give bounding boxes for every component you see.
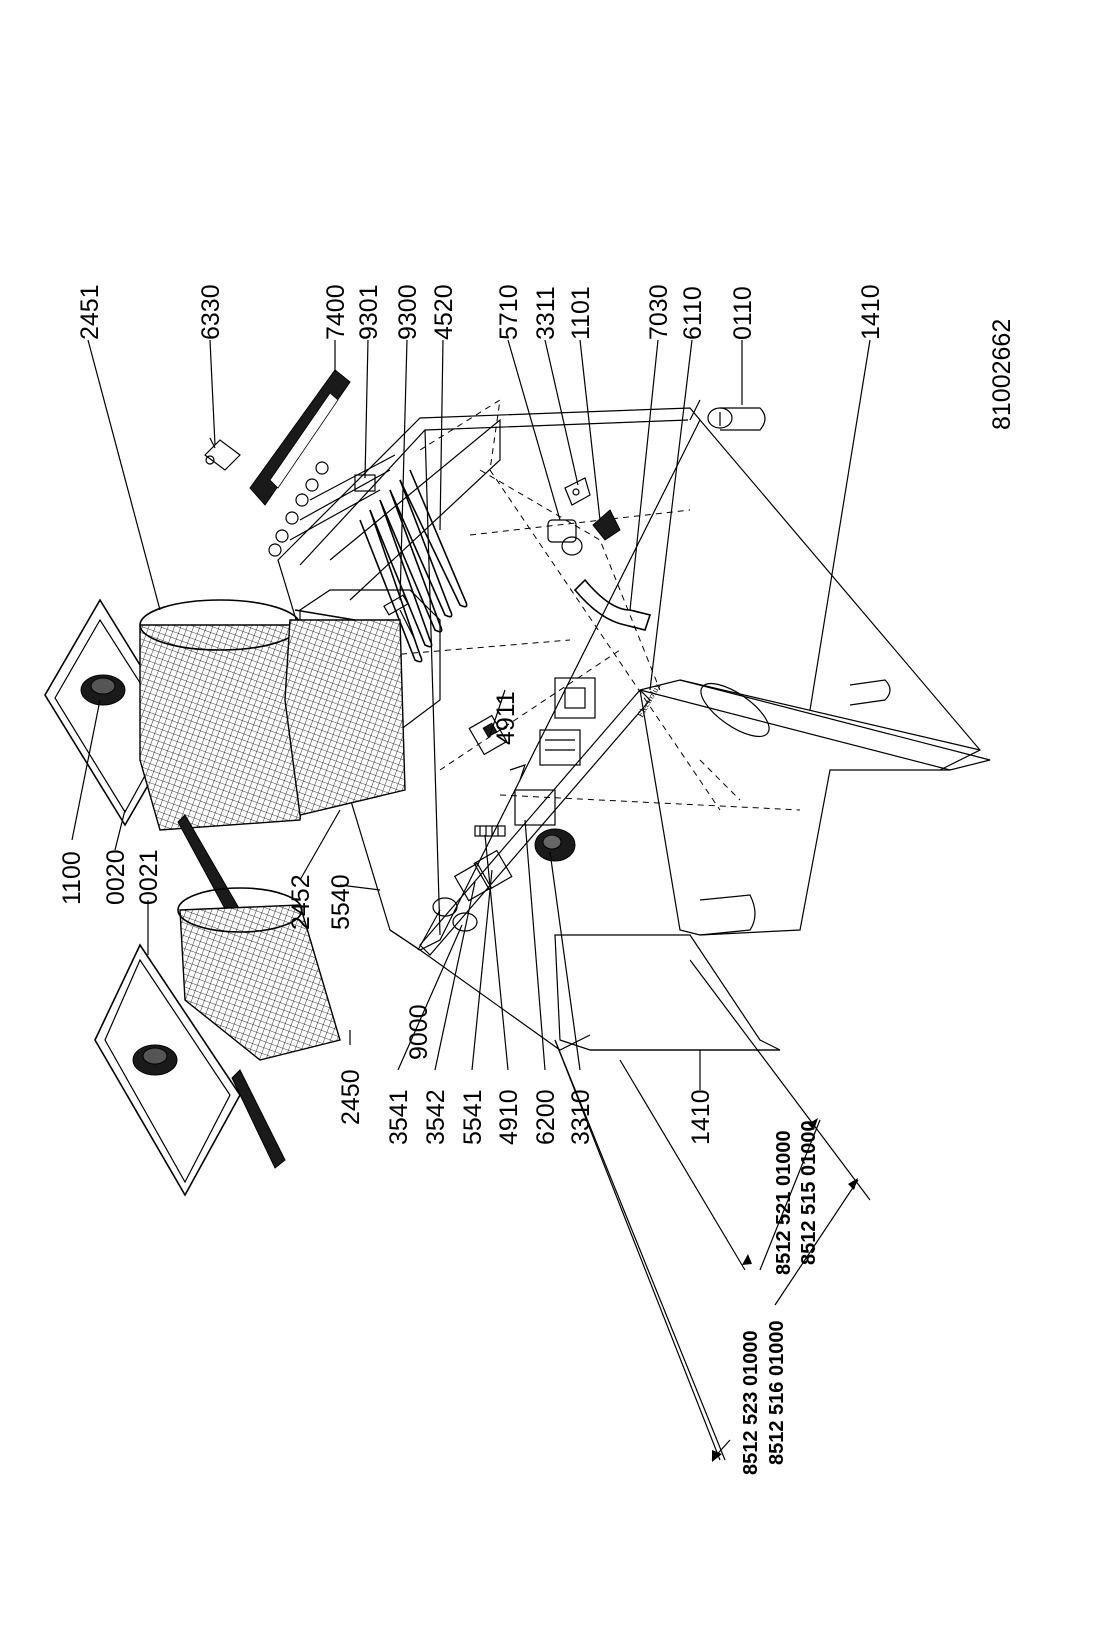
model-code-515: 8512 515 01000 bbox=[798, 1120, 820, 1265]
side-panel-left bbox=[554, 934, 781, 1051]
label-3541: 3541 bbox=[385, 1089, 413, 1145]
lid-0021 bbox=[94, 943, 241, 1197]
label-9300: 9300 bbox=[394, 284, 422, 340]
model-code-516: 8512 516 01000 bbox=[766, 1320, 788, 1465]
leader-lines bbox=[71, 339, 871, 1090]
label-6330: 6330 bbox=[197, 284, 225, 340]
label-1100: 1100 bbox=[58, 851, 86, 905]
label-4520: 4520 bbox=[430, 284, 458, 340]
control-panel-strip bbox=[419, 689, 651, 956]
label-5540: 5540 bbox=[327, 874, 355, 930]
label-7030: 7030 bbox=[645, 284, 673, 340]
model-code-523: 8512 523 01000 bbox=[740, 1330, 762, 1475]
basket-2450 bbox=[177, 887, 341, 1169]
label-7400: 7400 bbox=[322, 284, 350, 340]
label-2451: 2451 bbox=[76, 284, 104, 340]
label-0110: 0110 bbox=[729, 286, 757, 340]
brand-plate: Electrolux bbox=[635, 681, 663, 719]
label-5541: 5541 bbox=[459, 1089, 487, 1145]
label-1410-top: 1410 bbox=[857, 284, 885, 340]
model-code-521: 8512 521 01000 bbox=[773, 1130, 795, 1275]
label-3311: 3311 bbox=[532, 286, 560, 340]
side-panel-right bbox=[639, 679, 991, 771]
label-6110: 6110 bbox=[679, 286, 707, 340]
basket-2451 bbox=[139, 599, 311, 919]
basket-2452 bbox=[284, 609, 406, 816]
label-3310: 3310 bbox=[567, 1089, 595, 1145]
label-1410-bottom: 1410 bbox=[687, 1089, 715, 1145]
cabinet: Electrolux bbox=[277, 399, 991, 1051]
label-0021: 0021 bbox=[135, 849, 163, 905]
heating-elements bbox=[268, 454, 468, 663]
drain-parts bbox=[547, 407, 766, 631]
label-6200: 6200 bbox=[532, 1089, 560, 1145]
label-2452: 2452 bbox=[287, 874, 315, 930]
label-4911: 4911 bbox=[492, 691, 520, 745]
label-9000: 9000 bbox=[405, 1004, 433, 1060]
label-3542: 3542 bbox=[422, 1089, 450, 1145]
model-code-labels: 8512 521 01000 8512 515 01000 8512 523 0… bbox=[740, 1120, 820, 1475]
element-cover-7400 bbox=[249, 369, 351, 506]
label-1101: 1101 bbox=[567, 286, 595, 340]
label-5710: 5710 bbox=[495, 284, 523, 340]
front-controls bbox=[432, 677, 596, 932]
side-panel-handle-slot bbox=[700, 682, 770, 738]
label-2450: 2450 bbox=[337, 1069, 365, 1125]
part-labels: 2451 6330 7400 9301 9300 4520 5710 3311 … bbox=[58, 284, 1016, 1145]
label-4910: 4910 bbox=[495, 1089, 523, 1145]
part-6330 bbox=[204, 437, 241, 471]
drawing-number: 81002662 bbox=[988, 319, 1016, 430]
label-9301: 9301 bbox=[355, 284, 383, 340]
model-dimension-lines bbox=[554, 959, 871, 1462]
label-0020: 0020 bbox=[102, 849, 130, 905]
